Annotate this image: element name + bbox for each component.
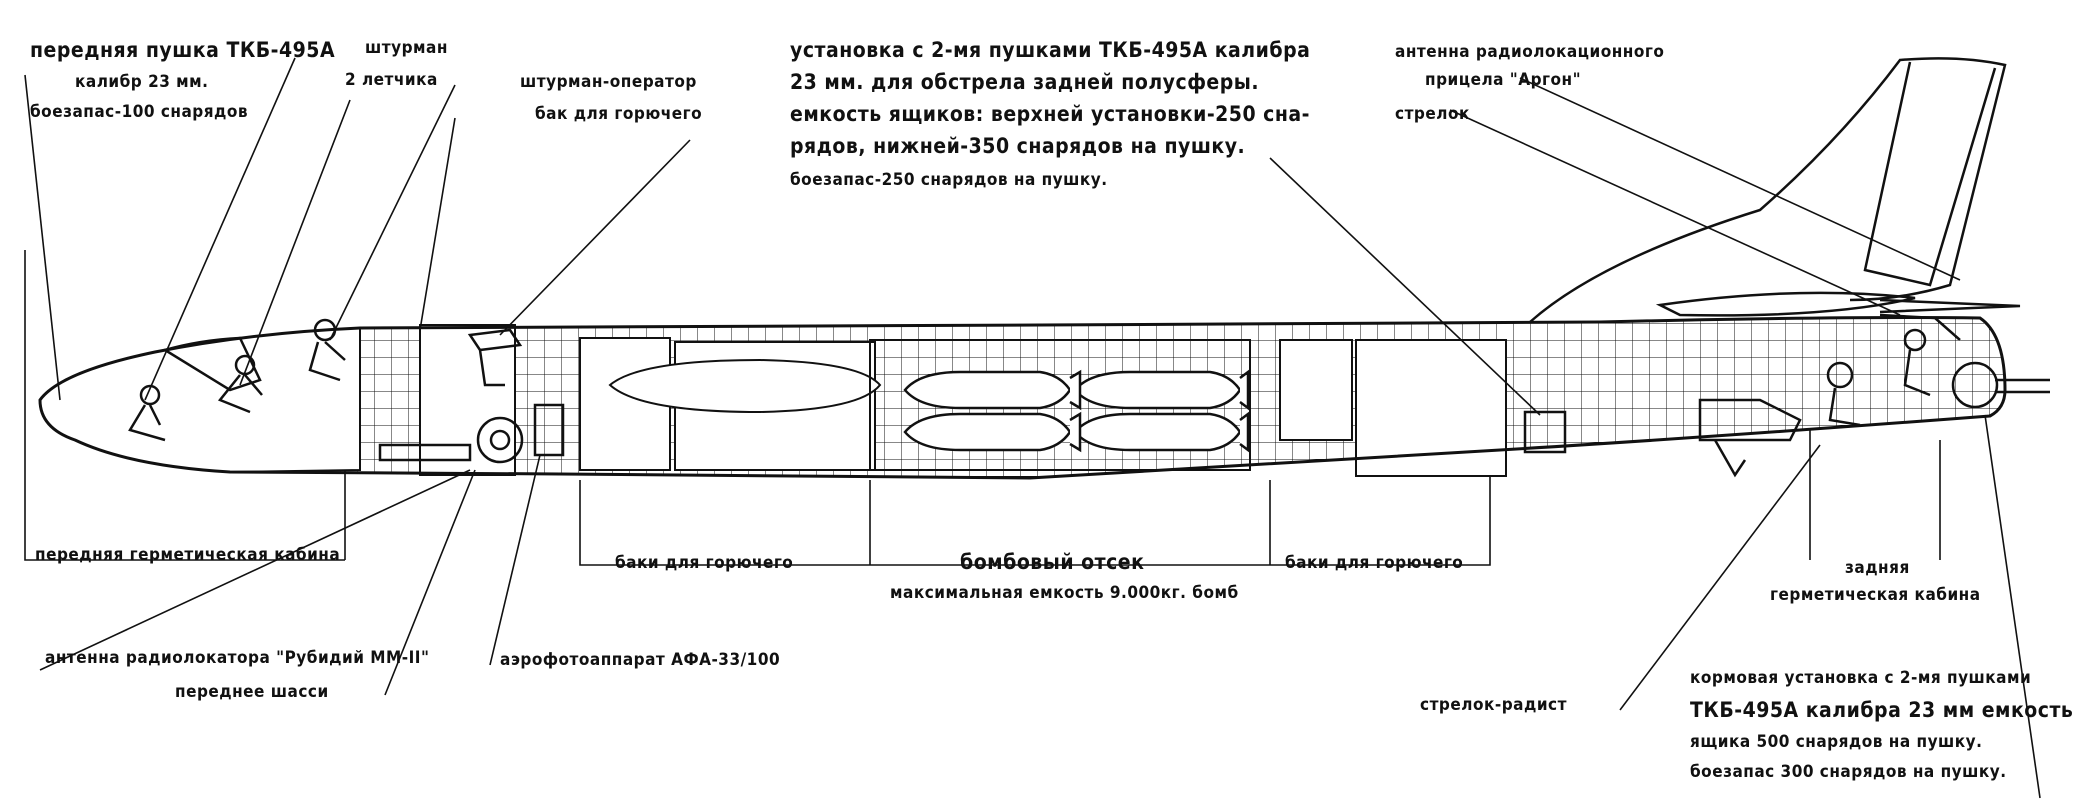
crew-and-equipment: [128, 313, 2050, 478]
turret-label-1: установка с 2-мя пушками ТКБ-495А калибр…: [790, 38, 1311, 62]
bomb-bay-label-1: бомбовый отсек: [960, 550, 1145, 574]
rubidiy-antenna-label: антенна радиолокатора "Рубидий ММ-II": [45, 648, 430, 668]
radar-antenna-label-1: антенна радиолокационного: [1395, 42, 1665, 62]
navigator-label: штурман: [365, 38, 448, 58]
tail-turret-label-1: кормовая установка с 2-мя пушками: [1690, 668, 2032, 688]
bombs: [903, 369, 1250, 453]
tail-turret-label-2: ТКБ-495А калибра 23 мм емкость: [1690, 698, 2074, 722]
radar-antenna-label-2: прицела "Аргон": [1425, 70, 1582, 90]
fuselage-outline: [38, 316, 2007, 480]
bomb-bay-frame: [608, 339, 1251, 471]
nose-gun-label-2: калибр 23 мм.: [75, 72, 209, 92]
gunner-label: стрелок: [1395, 104, 1470, 124]
turret-label-2: 23 мм. для обстрела задней полусферы.: [790, 70, 1260, 94]
nose-gear-label: переднее шасси: [175, 682, 329, 702]
rear-cabin-label-2: герметическая кабина: [1770, 585, 1981, 605]
turret-label-5: боезапас-250 снарядов на пушку.: [790, 170, 1108, 190]
leader-lines: [24, 57, 2041, 799]
rear-cabin-label-1: задняя: [1845, 558, 1910, 578]
turret-label-3: емкость ящиков: верхней установки-250 сн…: [790, 102, 1311, 126]
radio-gunner-label: стрелок-радист: [1420, 695, 1567, 715]
front-cabin-label: передняя герметическая кабина: [35, 545, 341, 565]
turret-label-4: рядов, нижней-350 снарядов на пушку.: [790, 134, 1246, 158]
nose-gun-label-1: передняя пушка ТКБ-495А: [30, 38, 336, 62]
nose-gun-label-3: боезапас-100 снарядов: [30, 102, 249, 122]
fuel-tanks-left-label: баки для горючего: [615, 553, 794, 573]
tail-turret-label-3: ящика 500 снарядов на пушку.: [1690, 732, 1983, 752]
navigator-operator-label: штурман-оператор: [520, 72, 697, 92]
tail-turret-label-4: боезапас 300 снарядов на пушку.: [1690, 762, 2007, 782]
fuel-tank-label: бак для горючего: [535, 104, 703, 124]
tail-fin: [1529, 57, 2021, 323]
pilots-label: 2 летчика: [345, 70, 438, 90]
fuel-tanks-right-label: баки для горючего: [1285, 553, 1464, 573]
bomb-bay-label-2: максимальная емкость 9.000кг. бомб: [890, 583, 1239, 603]
camera-label: аэрофотоаппарат АФА-33/100: [500, 650, 781, 670]
